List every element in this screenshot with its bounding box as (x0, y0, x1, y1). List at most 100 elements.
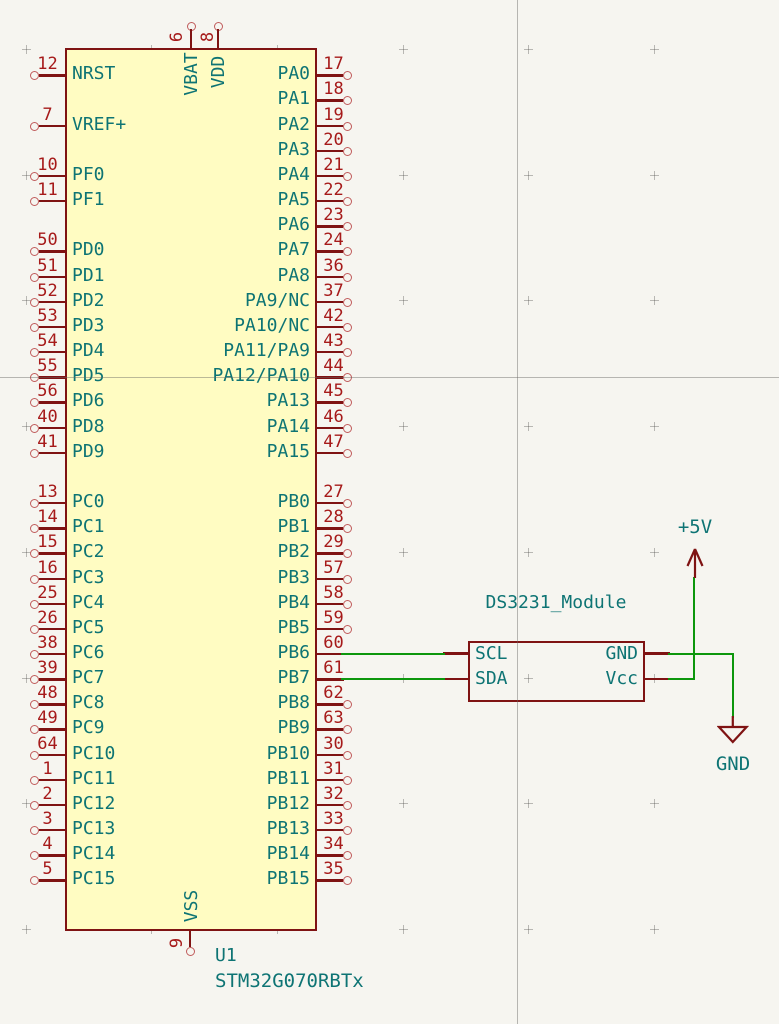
ic-reference[interactable]: U1 (215, 945, 237, 966)
pin-stub (317, 200, 343, 203)
pin-number: 40 (37, 406, 58, 427)
module-pin-gnd[interactable]: GND (605, 643, 638, 664)
ic-pin[interactable]: 12 NRST (30, 56, 115, 88)
ic-pin[interactable]: 32 PB12 (267, 785, 352, 818)
module-value[interactable]: DS3231_Module (485, 592, 627, 613)
ic-pin[interactable]: 63 PB9 (277, 710, 352, 742)
pin-name: PC2 (72, 541, 105, 563)
ic-pin[interactable]: 48 PC8 (30, 685, 105, 717)
ic-pin[interactable]: 13 PC0 (30, 484, 105, 516)
pin-number: 33 (323, 809, 344, 830)
ic-pin[interactable]: 19 PA2 (277, 106, 352, 139)
ic-pin[interactable]: 7 VREF+ (30, 106, 126, 139)
ic-pin[interactable]: 58 PB4 (277, 584, 352, 617)
ic-value[interactable]: STM32G070RBTx (215, 970, 364, 992)
module-pin-sda[interactable]: SDA (475, 668, 508, 689)
pin-name: PA15 (266, 440, 310, 462)
ic-pin[interactable]: 37 PA9/NC (245, 282, 352, 315)
ic-pin[interactable]: 24 PA7 (277, 232, 352, 264)
ic-pin[interactable]: 44 PA12/PA10 (212, 358, 352, 390)
wire-gnd-horizontal[interactable] (668, 652, 734, 656)
plus5v-power-symbol[interactable] (681, 544, 709, 580)
pin-open-circle (343, 222, 352, 232)
pin-stub (39, 451, 65, 455)
ic-pin[interactable]: 39 PC7 (30, 660, 105, 692)
pin-stub (188, 929, 191, 947)
pin-open-circle (30, 649, 39, 659)
ic-pin[interactable]: 33 PB13 (267, 811, 352, 843)
module-pin-vcc[interactable]: Vcc (605, 668, 638, 689)
ic-pin[interactable]: 10 PF0 (30, 156, 105, 189)
ic-pin[interactable]: 25 PC4 (30, 584, 105, 617)
ic-pin[interactable]: 15 PC2 (30, 534, 105, 566)
ic-pin[interactable]: 49 PC9 (30, 710, 105, 742)
pin-name: PA0 (277, 63, 310, 85)
pin-open-circle (343, 499, 352, 509)
ic-pin[interactable]: 3 PC13 (30, 811, 115, 843)
ic-pin[interactable]: 16 PC3 (30, 559, 105, 592)
ic-pin[interactable]: 42 PA10/NC (234, 307, 352, 340)
ic-pin[interactable]: 23 PA6 (277, 207, 352, 239)
ic-pin[interactable]: 46 PA14 (267, 408, 352, 441)
pin-number: 53 (37, 305, 58, 326)
pin-open-circle (30, 71, 39, 81)
ic-pin[interactable]: 30 PB10 (267, 735, 352, 768)
ic-pin[interactable]: 45 PA13 (267, 383, 352, 415)
ic-pin[interactable]: 43 PA11/PA9 (223, 333, 352, 365)
ic-pin[interactable]: 2 PC12 (30, 785, 115, 818)
pin-stub (317, 829, 343, 832)
pin-name: PC6 (72, 641, 105, 663)
pin-number: 26 (37, 607, 58, 628)
ic-pin[interactable]: 51 PD1 (30, 257, 105, 290)
ic-pin[interactable]: 14 PC1 (30, 509, 105, 541)
ic-pin[interactable]: 64 PC10 (30, 735, 115, 768)
module-pin-scl[interactable]: SCL (475, 643, 508, 664)
ic-pin[interactable]: 50 PD0 (30, 232, 105, 264)
ic-pin[interactable]: 20 PA3 (277, 131, 352, 164)
ic-pin[interactable]: 60 PB6 (277, 634, 351, 667)
ic-pin[interactable]: 5 PC15 (30, 861, 115, 893)
wire-pb7-sda[interactable] (341, 678, 445, 681)
module-symbol-body[interactable] (468, 641, 645, 702)
ic-pin[interactable]: 1 PC11 (30, 760, 115, 793)
ic-pin[interactable]: 36 PA8 (277, 257, 352, 290)
ic-pin[interactable]: 17 PA0 (277, 56, 352, 88)
ic-pin[interactable]: 11 PF1 (30, 182, 105, 214)
ic-pin[interactable]: 29 PB2 (277, 534, 352, 566)
ic-pin[interactable]: 40 PD8 (30, 408, 105, 441)
ic-pin[interactable]: 35 PB15 (267, 861, 352, 893)
ic-pin[interactable]: 52 PD2 (30, 282, 105, 315)
wire-vcc[interactable] (668, 678, 695, 681)
ic-pin[interactable]: 31 PB11 (267, 760, 352, 793)
ic-pin[interactable]: 55 PD5 (30, 358, 105, 390)
ic-pin[interactable]: 18 PA1 (277, 81, 352, 113)
pin-name: PC8 (72, 692, 105, 714)
pin-open-circle (30, 574, 39, 584)
ic-pin[interactable]: 59 PB5 (277, 609, 352, 642)
ic-pin[interactable]: 53 PD3 (30, 307, 105, 340)
pin-open-circle (343, 171, 352, 181)
wire-gnd-vertical[interactable] (731, 652, 734, 718)
grid-cross (398, 45, 408, 54)
ic-pin[interactable]: 4 PC14 (30, 836, 115, 868)
ic-pin[interactable]: 56 PD6 (30, 383, 105, 415)
wire-pb6-scl[interactable] (341, 652, 445, 656)
gnd-power-symbol[interactable] (717, 715, 749, 745)
ic-pin[interactable]: 41 PD9 (30, 433, 105, 466)
ic-pin[interactable]: 21 PA4 (277, 156, 352, 189)
ic-pin[interactable]: 47 PA15 (267, 433, 352, 466)
ic-pin[interactable]: 57 PB3 (277, 559, 352, 592)
ic-pin[interactable]: 54 PD4 (30, 333, 105, 365)
wire-plus5v-vertical[interactable] (692, 577, 696, 681)
ic-symbol-body[interactable] (65, 48, 317, 931)
ic-pin[interactable]: 34 PB14 (267, 836, 352, 868)
ic-pin[interactable]: 27 PB0 (277, 484, 352, 516)
ic-pin[interactable]: 38 PC6 (30, 634, 105, 667)
ic-pin[interactable]: 22 PA5 (277, 182, 352, 214)
ic-pin[interactable]: 26 PC5 (30, 609, 105, 642)
ic-pin[interactable]: 62 PB8 (277, 685, 352, 717)
ic-pin[interactable]: 61 PB7 (277, 660, 351, 692)
ic-pin[interactable]: 28 PB1 (277, 509, 352, 541)
pin-open-circle (30, 272, 39, 282)
